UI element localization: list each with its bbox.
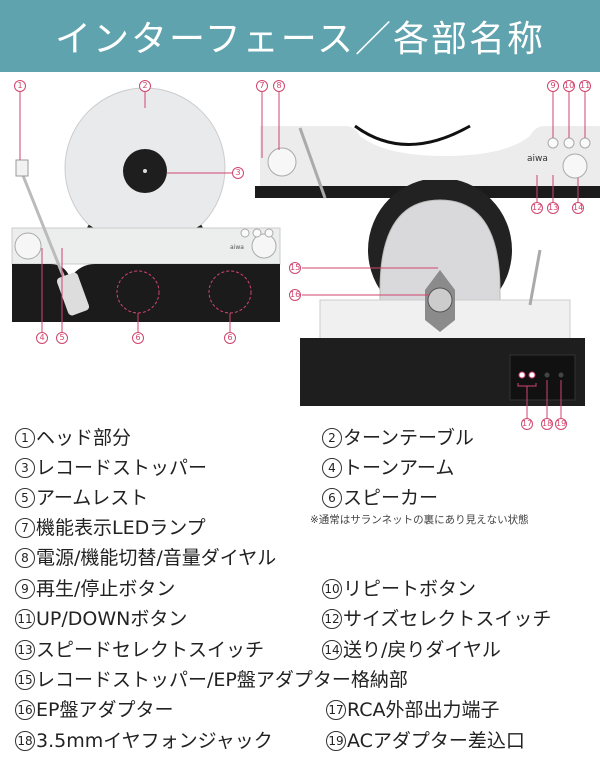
callout-15: 15 — [289, 262, 301, 274]
callout-5: 5 — [56, 332, 68, 344]
callout-6-right: 6 — [224, 332, 236, 344]
callout-14: 14 — [572, 202, 584, 214]
callout-13: 13 — [547, 202, 559, 214]
callout-6-left: 6 — [132, 332, 144, 344]
callout-8: 8 — [273, 80, 285, 92]
callout-3: 3 — [232, 167, 244, 179]
header-banner: インターフェース／各部名称 — [0, 0, 600, 72]
callout-10: 10 — [563, 80, 575, 92]
callout-7: 7 — [256, 80, 268, 92]
callout-9: 9 — [547, 80, 559, 92]
callout-19: 19 — [555, 418, 567, 430]
callout-4: 4 — [36, 332, 48, 344]
brand-logo: aiwa — [527, 154, 548, 164]
callout-17: 17 — [521, 418, 533, 430]
callout-18: 18 — [541, 418, 553, 430]
front-view-image: aiwa — [11, 87, 281, 332]
callout-2: 2 — [139, 80, 151, 92]
rear-view-image — [300, 180, 585, 418]
callout-16: 16 — [289, 289, 301, 301]
page-title: インターフェース／各部名称 — [54, 19, 546, 60]
brand-logo: aiwa — [230, 244, 244, 251]
callout-1: 1 — [14, 80, 26, 92]
callout-11: 11 — [579, 80, 591, 92]
ep-adapter — [427, 287, 453, 313]
callout-12: 12 — [531, 202, 543, 214]
speaker-note: ※通常はサランネットの裏にあり見えない状態 — [310, 514, 529, 526]
